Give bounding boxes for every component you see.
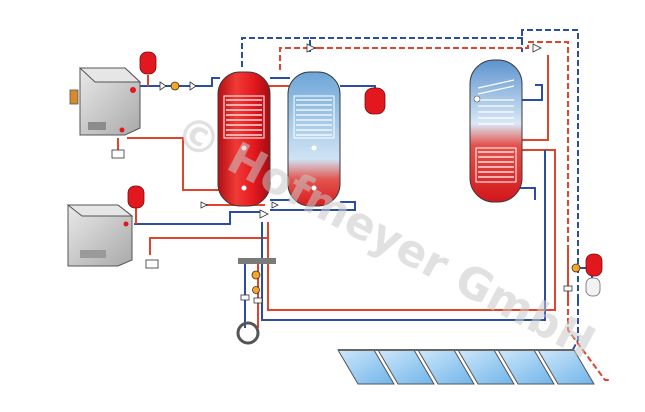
oil-gas-boiler xyxy=(66,204,134,267)
heating-feed-pipe xyxy=(267,149,556,311)
dhw-coil-pipe-blue xyxy=(522,84,543,101)
dashed-solar-pipe-blue-lower xyxy=(569,300,579,356)
valve-6-icon xyxy=(200,201,208,209)
boiler2-return-pipe xyxy=(149,222,269,255)
valves xyxy=(111,43,581,304)
dashed-flow-pipe-red xyxy=(279,41,569,300)
valve-1-icon xyxy=(159,81,167,91)
mixing-valve-2-icon xyxy=(532,43,542,53)
valve-5-icon xyxy=(563,285,573,292)
mixing-valve-1-icon xyxy=(306,43,316,53)
dhw-coil-pipe-red xyxy=(520,55,549,141)
radiator-loop xyxy=(236,321,260,345)
valve-4-icon xyxy=(253,297,263,304)
valve-2-icon xyxy=(189,81,197,91)
expansion-vessel-4 xyxy=(585,253,603,277)
buffer-tank-hot xyxy=(217,71,271,207)
safety-device-2-icon xyxy=(145,259,159,269)
boiler1-flow-pipe xyxy=(140,77,220,87)
solar-collector-array xyxy=(337,349,595,385)
hot-water-cylinder xyxy=(469,59,523,203)
pump-3-icon xyxy=(252,286,260,294)
pump-1-icon xyxy=(170,81,180,91)
expansion-vessel-2 xyxy=(127,185,145,209)
heating-return-pipe xyxy=(261,150,546,321)
watermark-text: © Hofmeyer GmbH xyxy=(167,105,603,369)
heating-manifold xyxy=(236,258,276,345)
solid-fuel-boiler xyxy=(69,67,142,136)
safety-device-1-icon xyxy=(111,149,125,159)
tank2-bottom-pipe xyxy=(270,201,356,211)
valve-3-icon xyxy=(240,294,250,301)
valve-7-icon xyxy=(271,201,279,209)
buffer-tank-cold xyxy=(287,71,341,207)
boiler2-flow-pipe xyxy=(134,211,262,225)
pump-4-icon xyxy=(571,263,581,273)
expansion-vessel-5-white xyxy=(585,277,601,297)
mixing-valve-3-icon xyxy=(259,209,269,219)
pump-2-icon xyxy=(251,270,261,280)
dhw-bottom-pipe xyxy=(520,187,536,200)
expansion-vessel-3 xyxy=(364,87,386,115)
dashed-solar-pipe-red-lower xyxy=(567,300,610,381)
expansion-vessel-1 xyxy=(139,51,157,75)
boiler1-return-pipe xyxy=(127,137,220,191)
